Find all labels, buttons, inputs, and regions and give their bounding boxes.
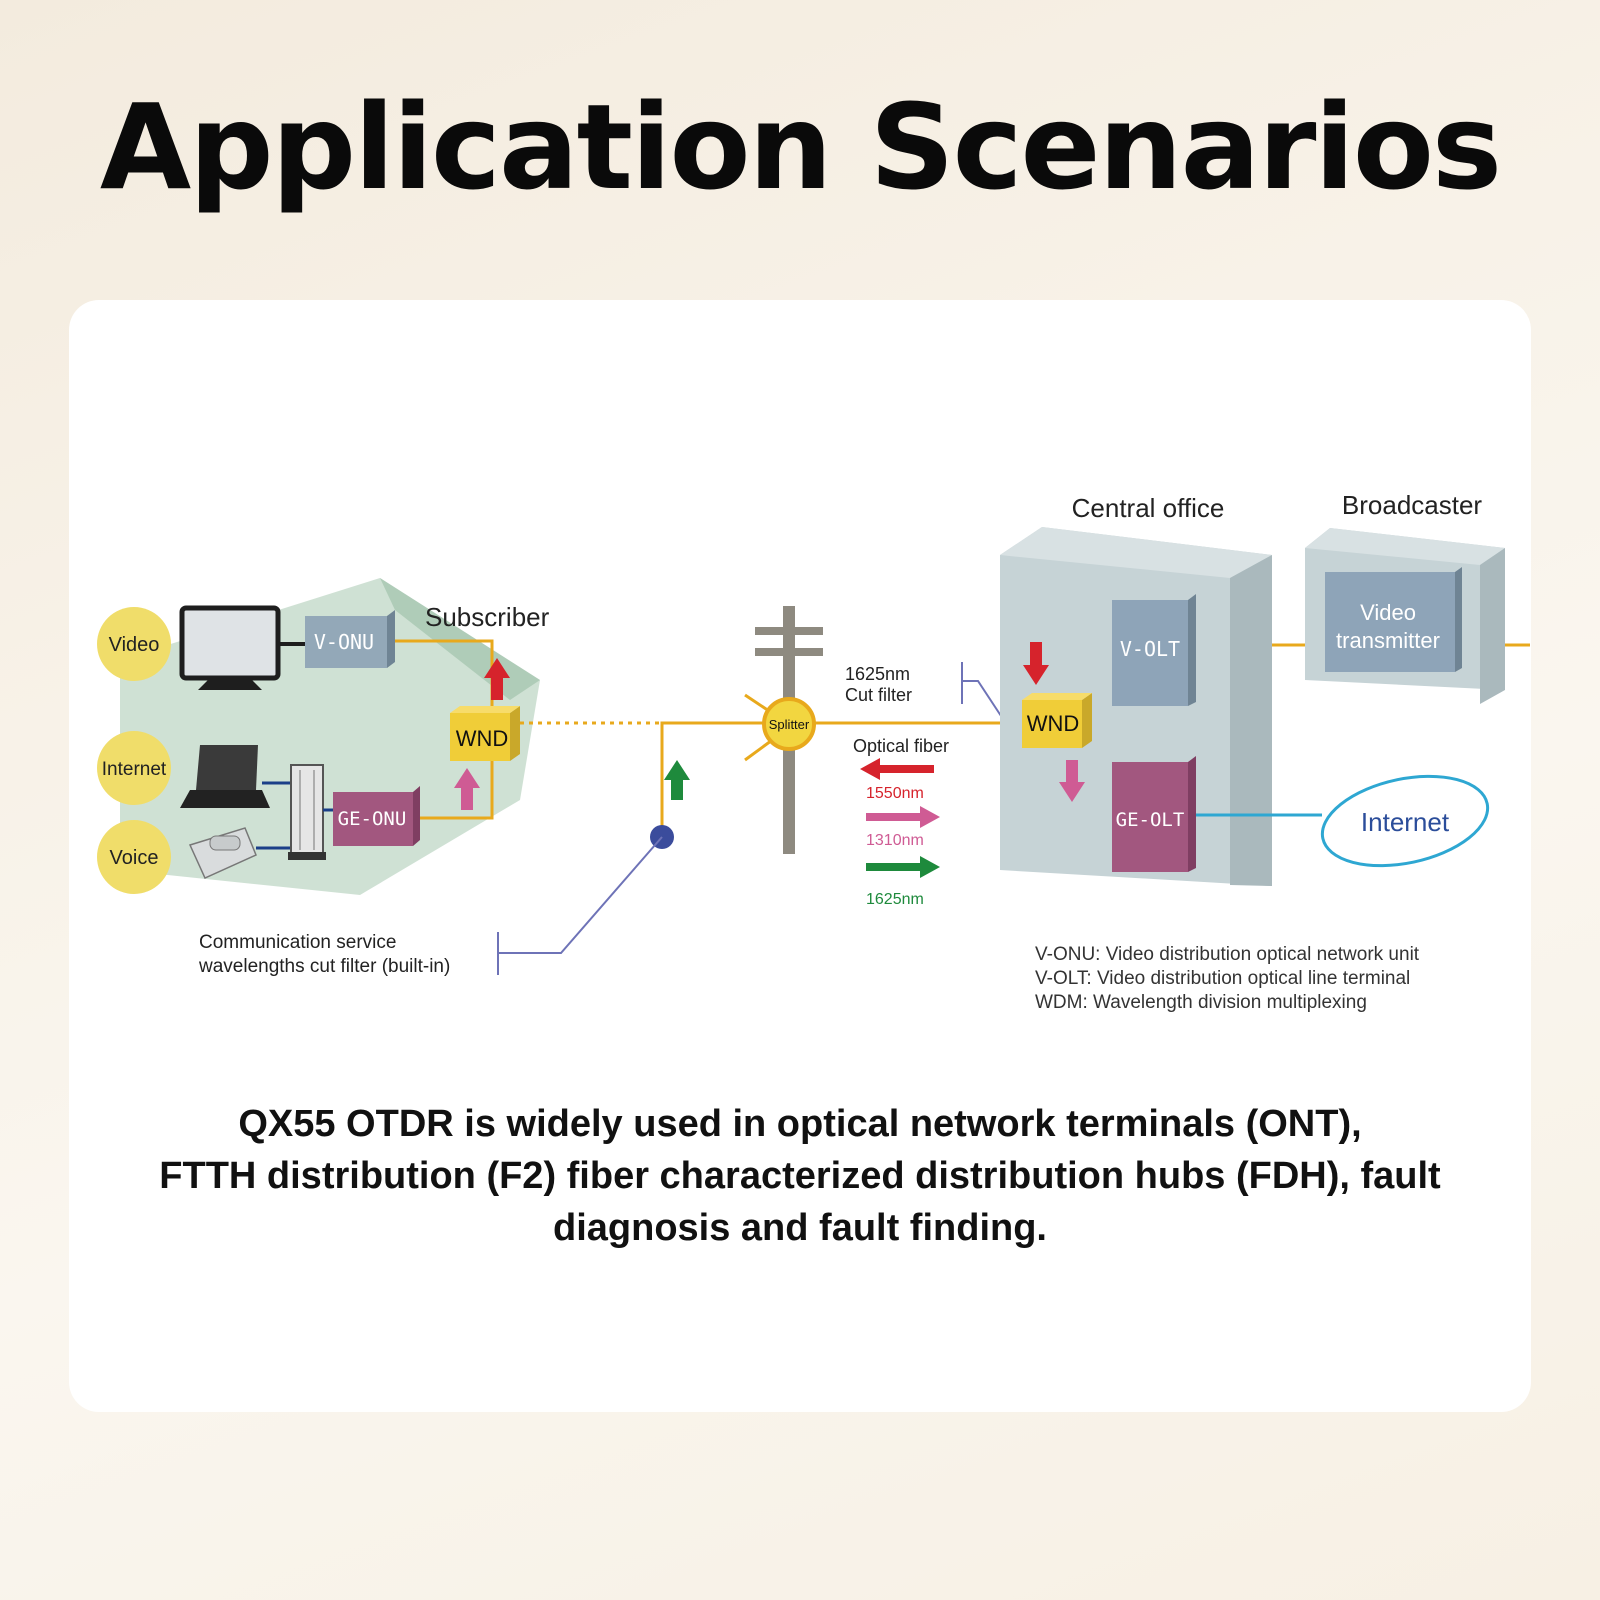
- subscriber-label: Subscriber: [425, 602, 550, 632]
- arrow-1550nm: [860, 758, 934, 780]
- green-up-arrow: [664, 760, 690, 800]
- internet-cloud-label: Internet: [1361, 807, 1450, 837]
- router-icon: [288, 764, 335, 860]
- arrow-1625nm: [866, 856, 940, 878]
- broadcaster-label: Broadcaster: [1342, 490, 1483, 520]
- telephone-icon: [188, 827, 290, 879]
- description-line-1: QX55 OTDR is widely used in optical netw…: [238, 1103, 1362, 1145]
- ge-onu-label: GE-ONU: [338, 808, 407, 830]
- service-circles: [97, 607, 171, 894]
- ge-olt-box: [1112, 756, 1196, 872]
- central-office-building: [1000, 527, 1272, 886]
- page-title: Application Scenarios: [99, 78, 1502, 216]
- service-internet: Internet: [102, 759, 167, 780]
- subscriber-wnd-label: WND: [456, 726, 509, 751]
- description-line-2: FTTH distribution (F2) fiber characteriz…: [159, 1155, 1441, 1197]
- splitter-label: Splitter: [769, 717, 810, 732]
- red-up-arrow: [484, 658, 510, 700]
- legend-v-onu: V-ONU: Video distribution optical networ…: [1035, 944, 1420, 965]
- central-wnd-box: [1022, 693, 1092, 748]
- wavelength-1550: 1550nm: [866, 785, 924, 802]
- legend-v-olt: V-OLT: Video distribution optical line t…: [1035, 968, 1410, 989]
- video-transmitter-line-2: transmitter: [1336, 628, 1440, 653]
- description: QX55 OTDR is widely used in optical netw…: [100, 1098, 1500, 1254]
- legend-wdm: WDM: Wavelength division multiplexing: [1035, 992, 1367, 1013]
- v-onu-label: V-ONU: [314, 630, 374, 654]
- broadcaster-building: [1305, 528, 1505, 704]
- comm-filter-line-2: wavelengths cut filter (built-in): [198, 956, 450, 977]
- pink-up-arrow: [454, 768, 480, 810]
- ge-olt-label: GE-OLT: [1116, 809, 1185, 831]
- wavelength-1625: 1625nm: [866, 891, 924, 908]
- comm-filter-line-1: Communication service: [199, 932, 396, 953]
- laptop-icon: [180, 745, 293, 808]
- cut-filter-line-2: Cut filter: [845, 685, 912, 705]
- co-red-down-arrow: [1023, 642, 1049, 685]
- v-olt-box: [1112, 594, 1196, 706]
- optical-fiber-label: Optical fiber: [853, 736, 949, 756]
- video-transmitter-line-1: Video: [1360, 600, 1416, 625]
- ge-onu-box: [333, 786, 420, 846]
- service-voice: Voice: [110, 847, 159, 869]
- v-olt-label: V-OLT: [1120, 637, 1180, 661]
- tv-icon: [179, 605, 305, 690]
- wavelength-1310: 1310nm: [866, 832, 924, 849]
- description-line-3: diagnosis and fault finding.: [553, 1207, 1047, 1249]
- arrow-1310nm: [866, 806, 940, 828]
- service-video: Video: [109, 634, 160, 656]
- central-wnd-label: WND: [1027, 711, 1080, 736]
- splitter: [762, 697, 816, 751]
- v-onu-box: [305, 610, 395, 668]
- subscriber-wnd-box: [450, 706, 520, 761]
- cut-filter-line-1: 1625nm: [845, 664, 910, 684]
- co-pink-down-arrow: [1059, 760, 1085, 802]
- central-office-label: Central office: [1072, 493, 1225, 523]
- internet-cloud: [1320, 774, 1490, 868]
